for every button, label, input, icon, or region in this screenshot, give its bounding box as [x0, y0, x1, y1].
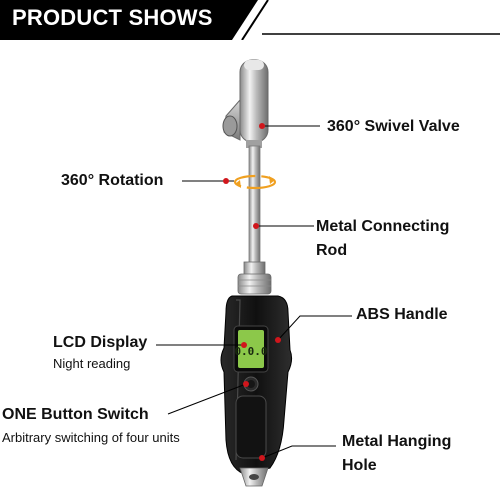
banner — [0, 0, 500, 40]
label-lcd-display: LCD Display — [53, 334, 148, 351]
abs-handle-leader — [277, 315, 352, 341]
one-button-leader — [167, 383, 247, 415]
banner-background — [0, 0, 258, 40]
label-hanging-hole-line2: Hole — [342, 457, 377, 474]
rotation-marker — [223, 178, 229, 184]
label-swivel-valve: 360° Swivel Valve — [327, 118, 460, 135]
hanging-hole-leader — [261, 445, 336, 459]
label-rotation: 360° Rotation — [61, 172, 164, 189]
one-button-switch[interactable] — [243, 376, 259, 392]
lcd-display: 0.0.0 — [233, 325, 269, 373]
label-abs-handle: ABS Handle — [356, 306, 448, 323]
abs-handle-marker — [275, 337, 281, 343]
label-one-button: ONE Button Switch — [2, 406, 149, 423]
metal-connecting-rod — [248, 145, 261, 265]
one-button-marker — [243, 381, 249, 387]
rotation-arrow-icon — [233, 174, 277, 190]
label-metal-rod-line2: Rod — [316, 242, 348, 259]
label-metal-rod-line1: Metal Connecting — [316, 218, 450, 235]
release-lever — [235, 395, 267, 459]
metal-rod-marker — [253, 223, 259, 229]
banner-title: PRODUCT SHOWS — [12, 5, 213, 30]
hanging-hole-marker — [259, 455, 265, 461]
swivel-valve-head — [222, 59, 269, 148]
lcd-screen — [238, 330, 264, 368]
lcd-reading: 0.0.0 — [234, 345, 267, 358]
lcd-display-marker — [241, 342, 247, 348]
label-one-button-sub: Arbitrary switching of four units — [2, 430, 180, 445]
label-hanging-hole-line1: Metal Hanging — [342, 433, 452, 450]
metal-hanging-hole — [239, 467, 269, 487]
metal-collar — [237, 261, 272, 295]
label-lcd-display-sub: Night reading — [53, 356, 131, 371]
swivel-valve-marker — [259, 123, 265, 129]
